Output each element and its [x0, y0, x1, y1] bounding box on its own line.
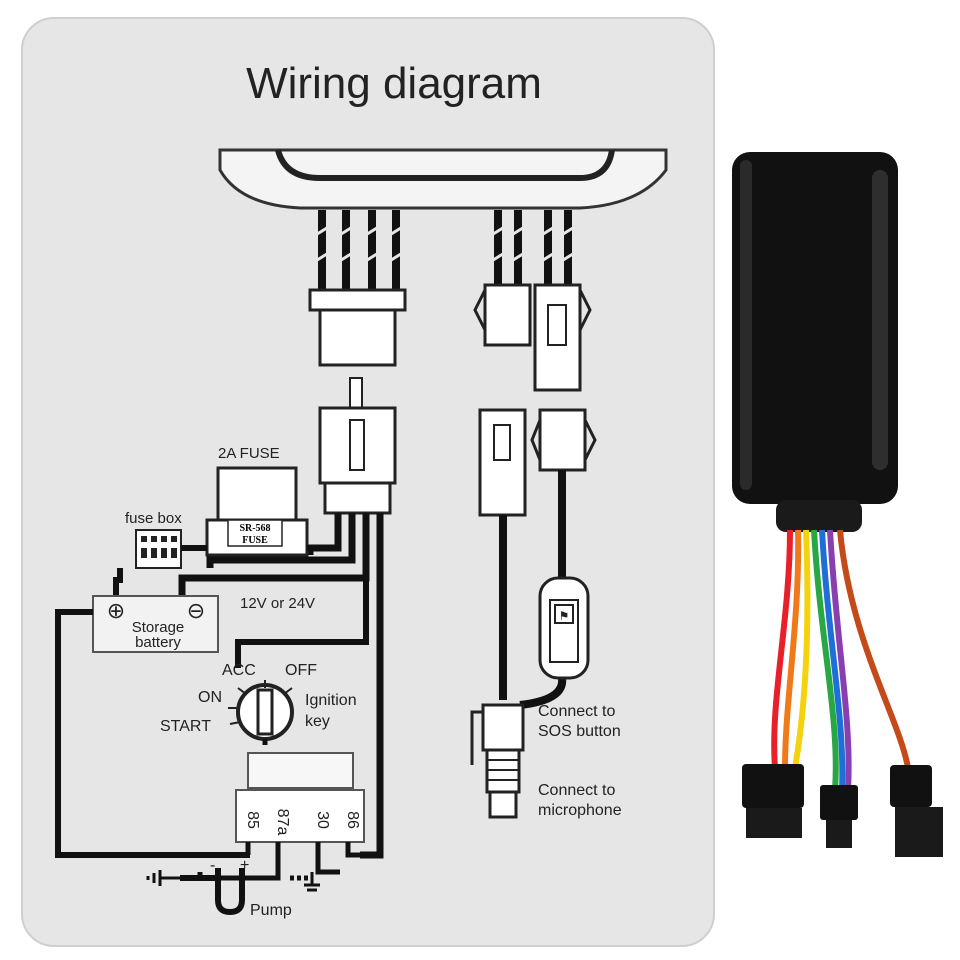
tracker-connector-left	[742, 764, 804, 838]
mic-connector-slot	[547, 304, 567, 346]
gps-tracker-device	[732, 152, 943, 857]
right-wire-bundle	[494, 210, 572, 285]
diagram-title: Wiring diagram	[246, 59, 542, 108]
main-connector-top	[308, 288, 407, 312]
main-connector-pin	[349, 377, 363, 409]
mic-cable-lower	[519, 677, 567, 709]
fuse-part-plate	[227, 519, 283, 547]
sos-connector-top	[483, 283, 532, 347]
tracker-wire	[811, 529, 839, 791]
relay-top	[247, 752, 354, 789]
left-wire-stripes	[313, 224, 405, 264]
relay-pin-85: 85	[244, 811, 261, 829]
tracker-body-shine	[872, 170, 888, 470]
relay-pin-30: 30	[314, 811, 331, 829]
ignition-acc: ACC	[222, 662, 256, 679]
relay-pin-87a: 87a	[274, 809, 291, 836]
pump-minus: -	[210, 857, 215, 874]
battery-to-relay-wire	[55, 609, 250, 858]
ignition-off: OFF	[285, 662, 317, 679]
pump-label: Pump	[250, 902, 292, 919]
sos-connector-latch	[473, 289, 487, 331]
harness-to-ignition-wire	[235, 578, 369, 668]
mic-connector-latch	[578, 289, 592, 331]
microphone-plug-tip	[488, 790, 518, 819]
tracker-wire	[827, 529, 852, 791]
relay-pin-86: 86	[344, 811, 361, 829]
main-connector-body	[318, 308, 397, 367]
fuse-part-line1: SR-568	[239, 523, 270, 534]
battery-label-line1: Storage	[132, 619, 185, 636]
sos-button-icon	[554, 604, 574, 624]
tracker-body	[732, 152, 898, 504]
pump-symbol	[215, 868, 245, 916]
mic-plug-latch	[583, 419, 597, 461]
tracker-wire	[819, 529, 846, 791]
sos-plug-mate	[478, 408, 527, 517]
main-connector-mate-slot	[349, 419, 365, 471]
sos-label-line2: SOS button	[538, 723, 621, 740]
tracker-wire	[792, 529, 811, 769]
ignition-key-line1: Ignition	[305, 692, 357, 709]
mic-plug-latch-left	[530, 419, 542, 461]
battery-plus: ⊕	[107, 598, 125, 623]
fuse-part-line2: FUSE	[242, 535, 268, 546]
ignition-key-line2: key	[305, 713, 330, 730]
tracker-wire	[782, 529, 802, 769]
tracker-wire	[837, 529, 911, 769]
battery-label-line2: battery	[135, 634, 181, 651]
tracker-connector-right	[890, 765, 943, 857]
fuse-cap	[216, 466, 298, 522]
ignition-switch-slot	[256, 688, 274, 736]
fuse-label: 2A FUSE	[218, 445, 280, 462]
tracker-cable-boot	[776, 500, 862, 532]
battery-minus: ⊖	[187, 598, 205, 623]
tracker-wire	[771, 529, 793, 769]
mic-label-line2: microphone	[538, 802, 622, 819]
relay-body	[235, 789, 365, 843]
main-connector-mate-base	[323, 481, 392, 515]
storage-battery	[92, 595, 219, 653]
right-wire-stripes	[489, 224, 577, 264]
sos-button-icon-glyph: ⚑	[559, 609, 570, 623]
ignition-switch-ticks	[228, 680, 293, 725]
fuse-box-to-battery-wire	[113, 568, 123, 596]
sos-plug-slot	[493, 424, 511, 461]
ignition-on: ON	[198, 689, 222, 706]
tracker-wires	[771, 529, 911, 791]
tracker-body-highlight	[740, 160, 752, 490]
ignition-start: START	[160, 718, 211, 735]
mic-plug-mate	[538, 408, 587, 472]
device-housing-edge	[275, 149, 615, 181]
mic-label-line1: Connect to	[538, 782, 615, 799]
sos-label-line1: Connect to	[538, 703, 615, 720]
microphone-plug-ridges	[487, 759, 519, 781]
tracker-connector-middle	[820, 785, 858, 848]
voltage-label: 12V or 24V	[240, 595, 315, 612]
ground-symbol-left	[146, 870, 180, 886]
microphone-plug-head	[481, 703, 525, 752]
pump-plus: +	[240, 857, 249, 874]
fuse-box-slots	[141, 536, 177, 558]
fuse-box-label: fuse box	[125, 510, 182, 527]
microphone-plug-tab	[470, 710, 483, 765]
left-wire-bundle	[318, 210, 400, 290]
